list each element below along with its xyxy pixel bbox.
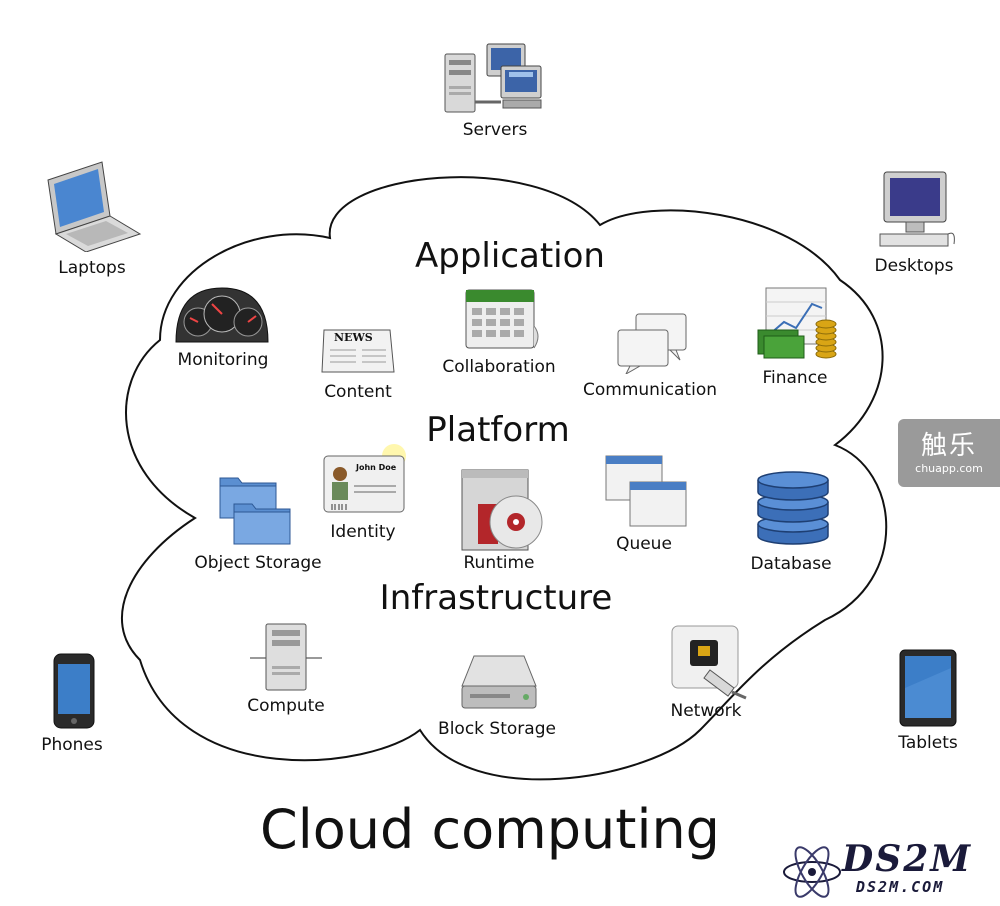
news-text: NEWS	[334, 331, 373, 344]
label-compute: Compute	[247, 696, 325, 716]
ds2m-watermark: DS2M DS2M.COM	[780, 838, 990, 904]
hard-drive-icon	[461, 655, 537, 709]
section-platform: Platform	[426, 410, 570, 450]
label-database: Database	[750, 554, 832, 574]
chuapp-url: chuapp.com	[915, 462, 983, 475]
section-infrastructure: Infrastructure	[379, 578, 613, 618]
label-network: Network	[670, 701, 742, 721]
label-block-storage: Block Storage	[438, 719, 556, 739]
atom-logo-icon	[783, 846, 841, 898]
label-phones: Phones	[41, 735, 103, 755]
id-card-icon: John Doe	[322, 440, 408, 514]
calendar-icon	[465, 289, 539, 349]
ds2m-url: DS2M.COM	[856, 878, 945, 896]
label-communication: Communication	[583, 380, 717, 400]
label-collaboration: Collaboration	[442, 357, 556, 377]
label-desktops: Desktops	[874, 256, 954, 276]
finance-icon	[757, 287, 837, 359]
label-object-storage: Object Storage	[194, 553, 322, 573]
database-icon	[757, 471, 829, 545]
runtime-disc-icon	[461, 469, 543, 551]
newspaper-icon: NEWS	[320, 328, 396, 376]
chuapp-logo-text: 触乐	[920, 431, 977, 461]
label-monitoring: Monitoring	[177, 350, 269, 370]
phone-icon	[53, 653, 95, 729]
desktop-icon	[879, 171, 955, 247]
laptop-icon	[47, 161, 142, 252]
label-identity: Identity	[330, 522, 396, 542]
ds2m-logo-text: DS2M	[842, 838, 973, 880]
servers-icon	[444, 43, 542, 113]
label-tablets: Tablets	[898, 733, 958, 753]
section-application: Application	[415, 236, 605, 276]
label-laptops: Laptops	[58, 258, 126, 278]
chuapp-watermark: 触乐 chuapp.com	[898, 419, 1000, 487]
label-finance: Finance	[762, 368, 828, 388]
compute-server-icon	[250, 623, 322, 691]
queue-windows-icon	[605, 455, 687, 527]
id-card-name: John Doe	[356, 463, 397, 472]
label-content: Content	[324, 382, 392, 402]
label-runtime: Runtime	[463, 553, 535, 573]
speech-bubbles-icon	[617, 313, 687, 374]
tablet-icon	[899, 649, 957, 727]
diagram-title: Cloud computing	[260, 798, 720, 861]
folders-icon	[219, 477, 291, 545]
network-port-icon	[671, 625, 747, 700]
label-queue: Queue	[616, 534, 672, 554]
gauge-icon	[175, 287, 269, 343]
label-servers: Servers	[462, 120, 528, 140]
